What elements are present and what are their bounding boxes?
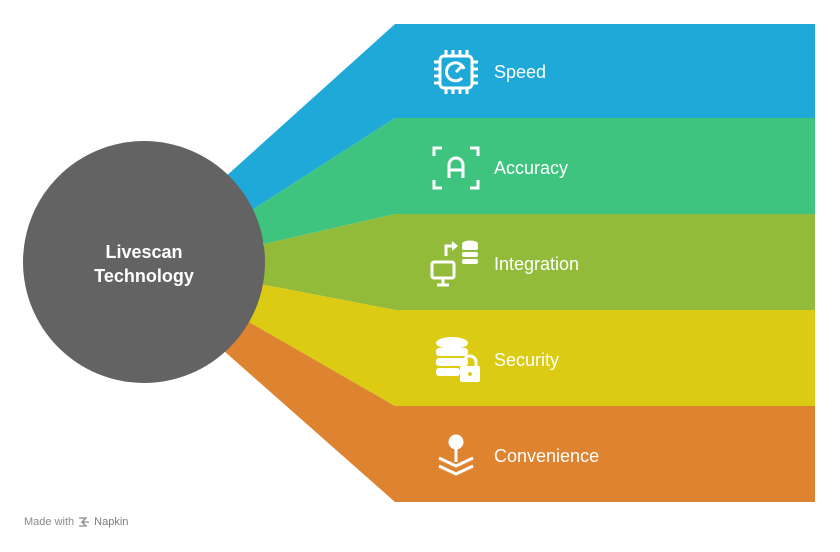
band-label-security: Security: [494, 350, 559, 370]
band-integration: Integration: [260, 214, 815, 310]
band-label-convenience: Convenience: [494, 446, 599, 466]
napkin-logo-icon: [79, 517, 90, 527]
band-security-shape: [249, 284, 815, 406]
database-lock-icon: [436, 337, 480, 382]
band-security: Security: [249, 284, 815, 406]
band-label-integration: Integration: [494, 254, 579, 274]
hub: Livescan Technology: [23, 141, 265, 383]
footer-credit: Made with Napkin: [24, 516, 128, 528]
band-label-accuracy: Accuracy: [494, 158, 568, 178]
band-speed: Speed: [224, 24, 815, 210]
hub-label-line-1: Livescan: [105, 242, 182, 262]
band-convenience: Convenience: [224, 322, 815, 502]
band-integration-shape: [260, 214, 815, 310]
hub-circle: [23, 141, 265, 383]
hub-label-line-2: Technology: [94, 266, 194, 286]
footer-prefix: Made with: [24, 516, 75, 528]
cpu-gauge-icon: [434, 50, 478, 94]
band-speed-shape: [224, 24, 815, 210]
band-accuracy-shape: [252, 118, 815, 244]
focus-letter-a-icon: [432, 146, 480, 190]
computer-database-sync-icon: [430, 240, 478, 287]
band-convenience-shape: [224, 322, 815, 502]
band-label-speed: Speed: [494, 62, 546, 82]
band-accuracy: Accuracy: [252, 118, 815, 244]
joystick-layers-icon: [438, 434, 474, 476]
footer-brand[interactable]: Napkin: [94, 516, 129, 528]
